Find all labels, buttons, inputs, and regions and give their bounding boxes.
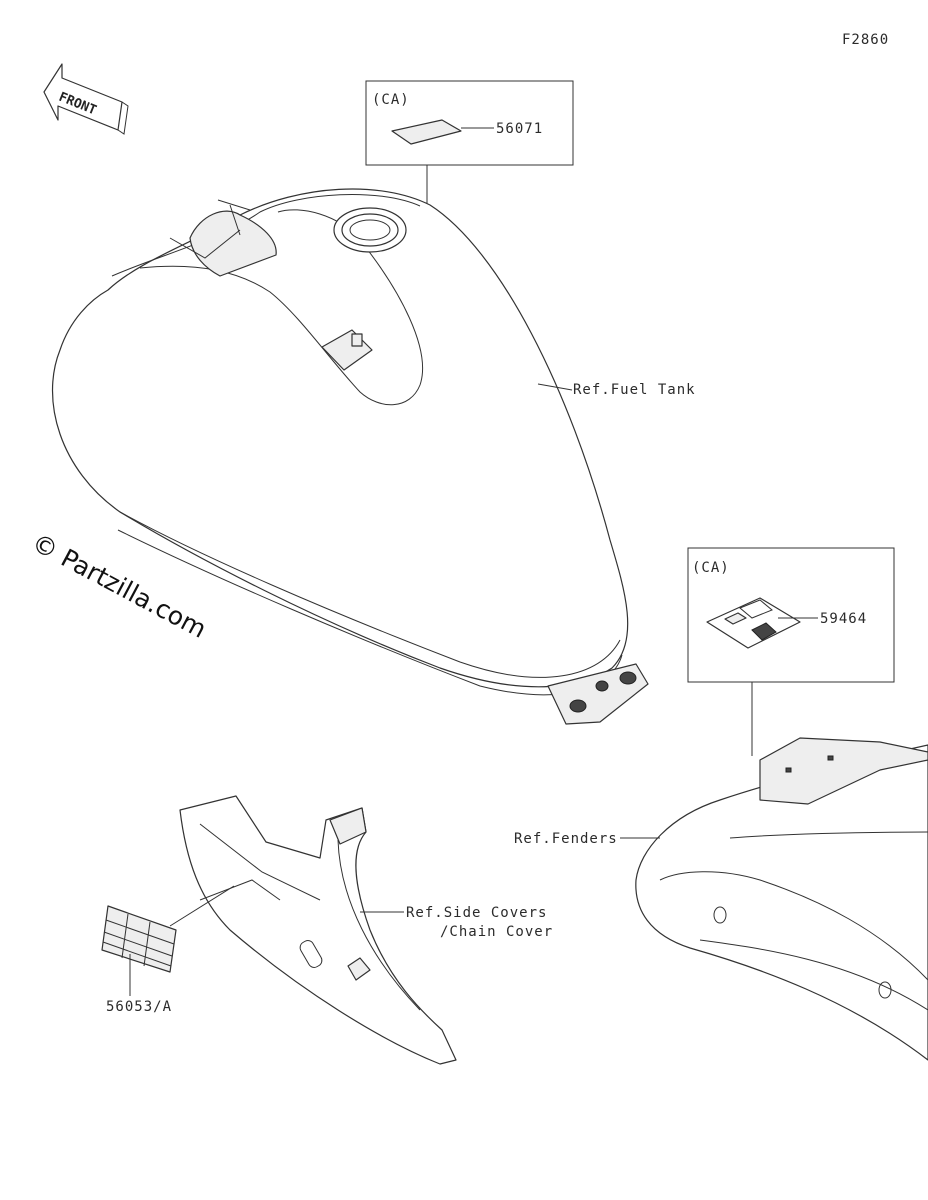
side-cover: Ref.Side Covers /Chain Cover [169,795,553,1065]
ca-box-2: (CA) 59464 [687,547,895,756]
label-56053-icon [101,905,177,996]
part-number-59464: 59464 [820,611,867,627]
front-arrow-icon: FRONT [43,63,129,135]
ca-box-2-label: (CA) [692,560,730,576]
part-number-56053-a: 56053/A [106,999,172,1015]
label-59464-icon [706,597,801,649]
figure-code: F2860 [842,32,889,48]
fender: Ref.Fenders [514,737,928,1061]
label-56071-icon [391,119,462,145]
fenders-ref-label: Ref.Fenders [514,831,618,847]
ca-box-1-label: (CA) [372,92,410,108]
fuel-tank: Ref.Fuel Tank [51,188,696,725]
side-covers-ref-line2: /Chain Cover [440,924,553,940]
fuel-tank-ref-label: Ref.Fuel Tank [573,382,696,398]
part-number-56071: 56071 [496,121,543,137]
side-covers-ref-line1: Ref.Side Covers [406,905,547,921]
